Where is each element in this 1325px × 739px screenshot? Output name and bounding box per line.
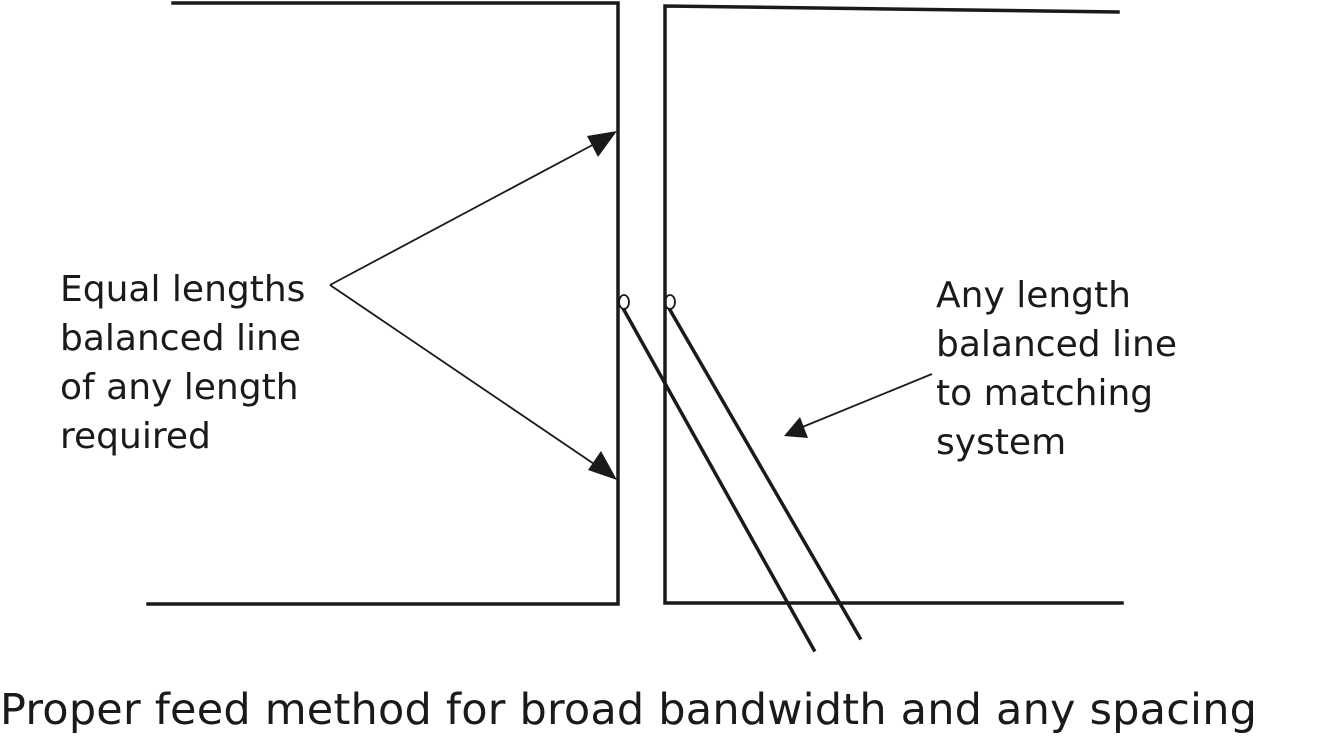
right-annotation-line: balanced line [936,324,1177,365]
right-annotation-line: to matching [936,373,1154,414]
arrow-right-head [784,417,808,438]
left-annotation-line: balanced line [60,318,301,359]
feed-line-right-conductor [667,307,863,641]
feed-line-left-conductor [621,307,817,653]
arrow-upper-head [587,131,617,157]
left-annotation-line: Equal lengths [60,269,306,310]
left-annotation: Equal lengths balanced line of any lengt… [60,265,305,461]
arrow-right-line [799,373,933,429]
right-annotation-line: system [936,422,1067,463]
diagram-caption: Proper feed method for broad bandwidth a… [0,685,1258,735]
left-balanced-line [146,1,620,606]
left-annotation-line: required [60,416,211,457]
right-annotation: Any length balanced line to matching sys… [936,271,1177,467]
right-annotation-line: Any length [936,275,1131,316]
arrow-lower-line [329,284,601,469]
arrow-upper-line [329,140,601,286]
left-feed-terminal [618,294,630,310]
arrow-lower-head [588,451,617,480]
left-annotation-line: of any length [60,367,299,408]
